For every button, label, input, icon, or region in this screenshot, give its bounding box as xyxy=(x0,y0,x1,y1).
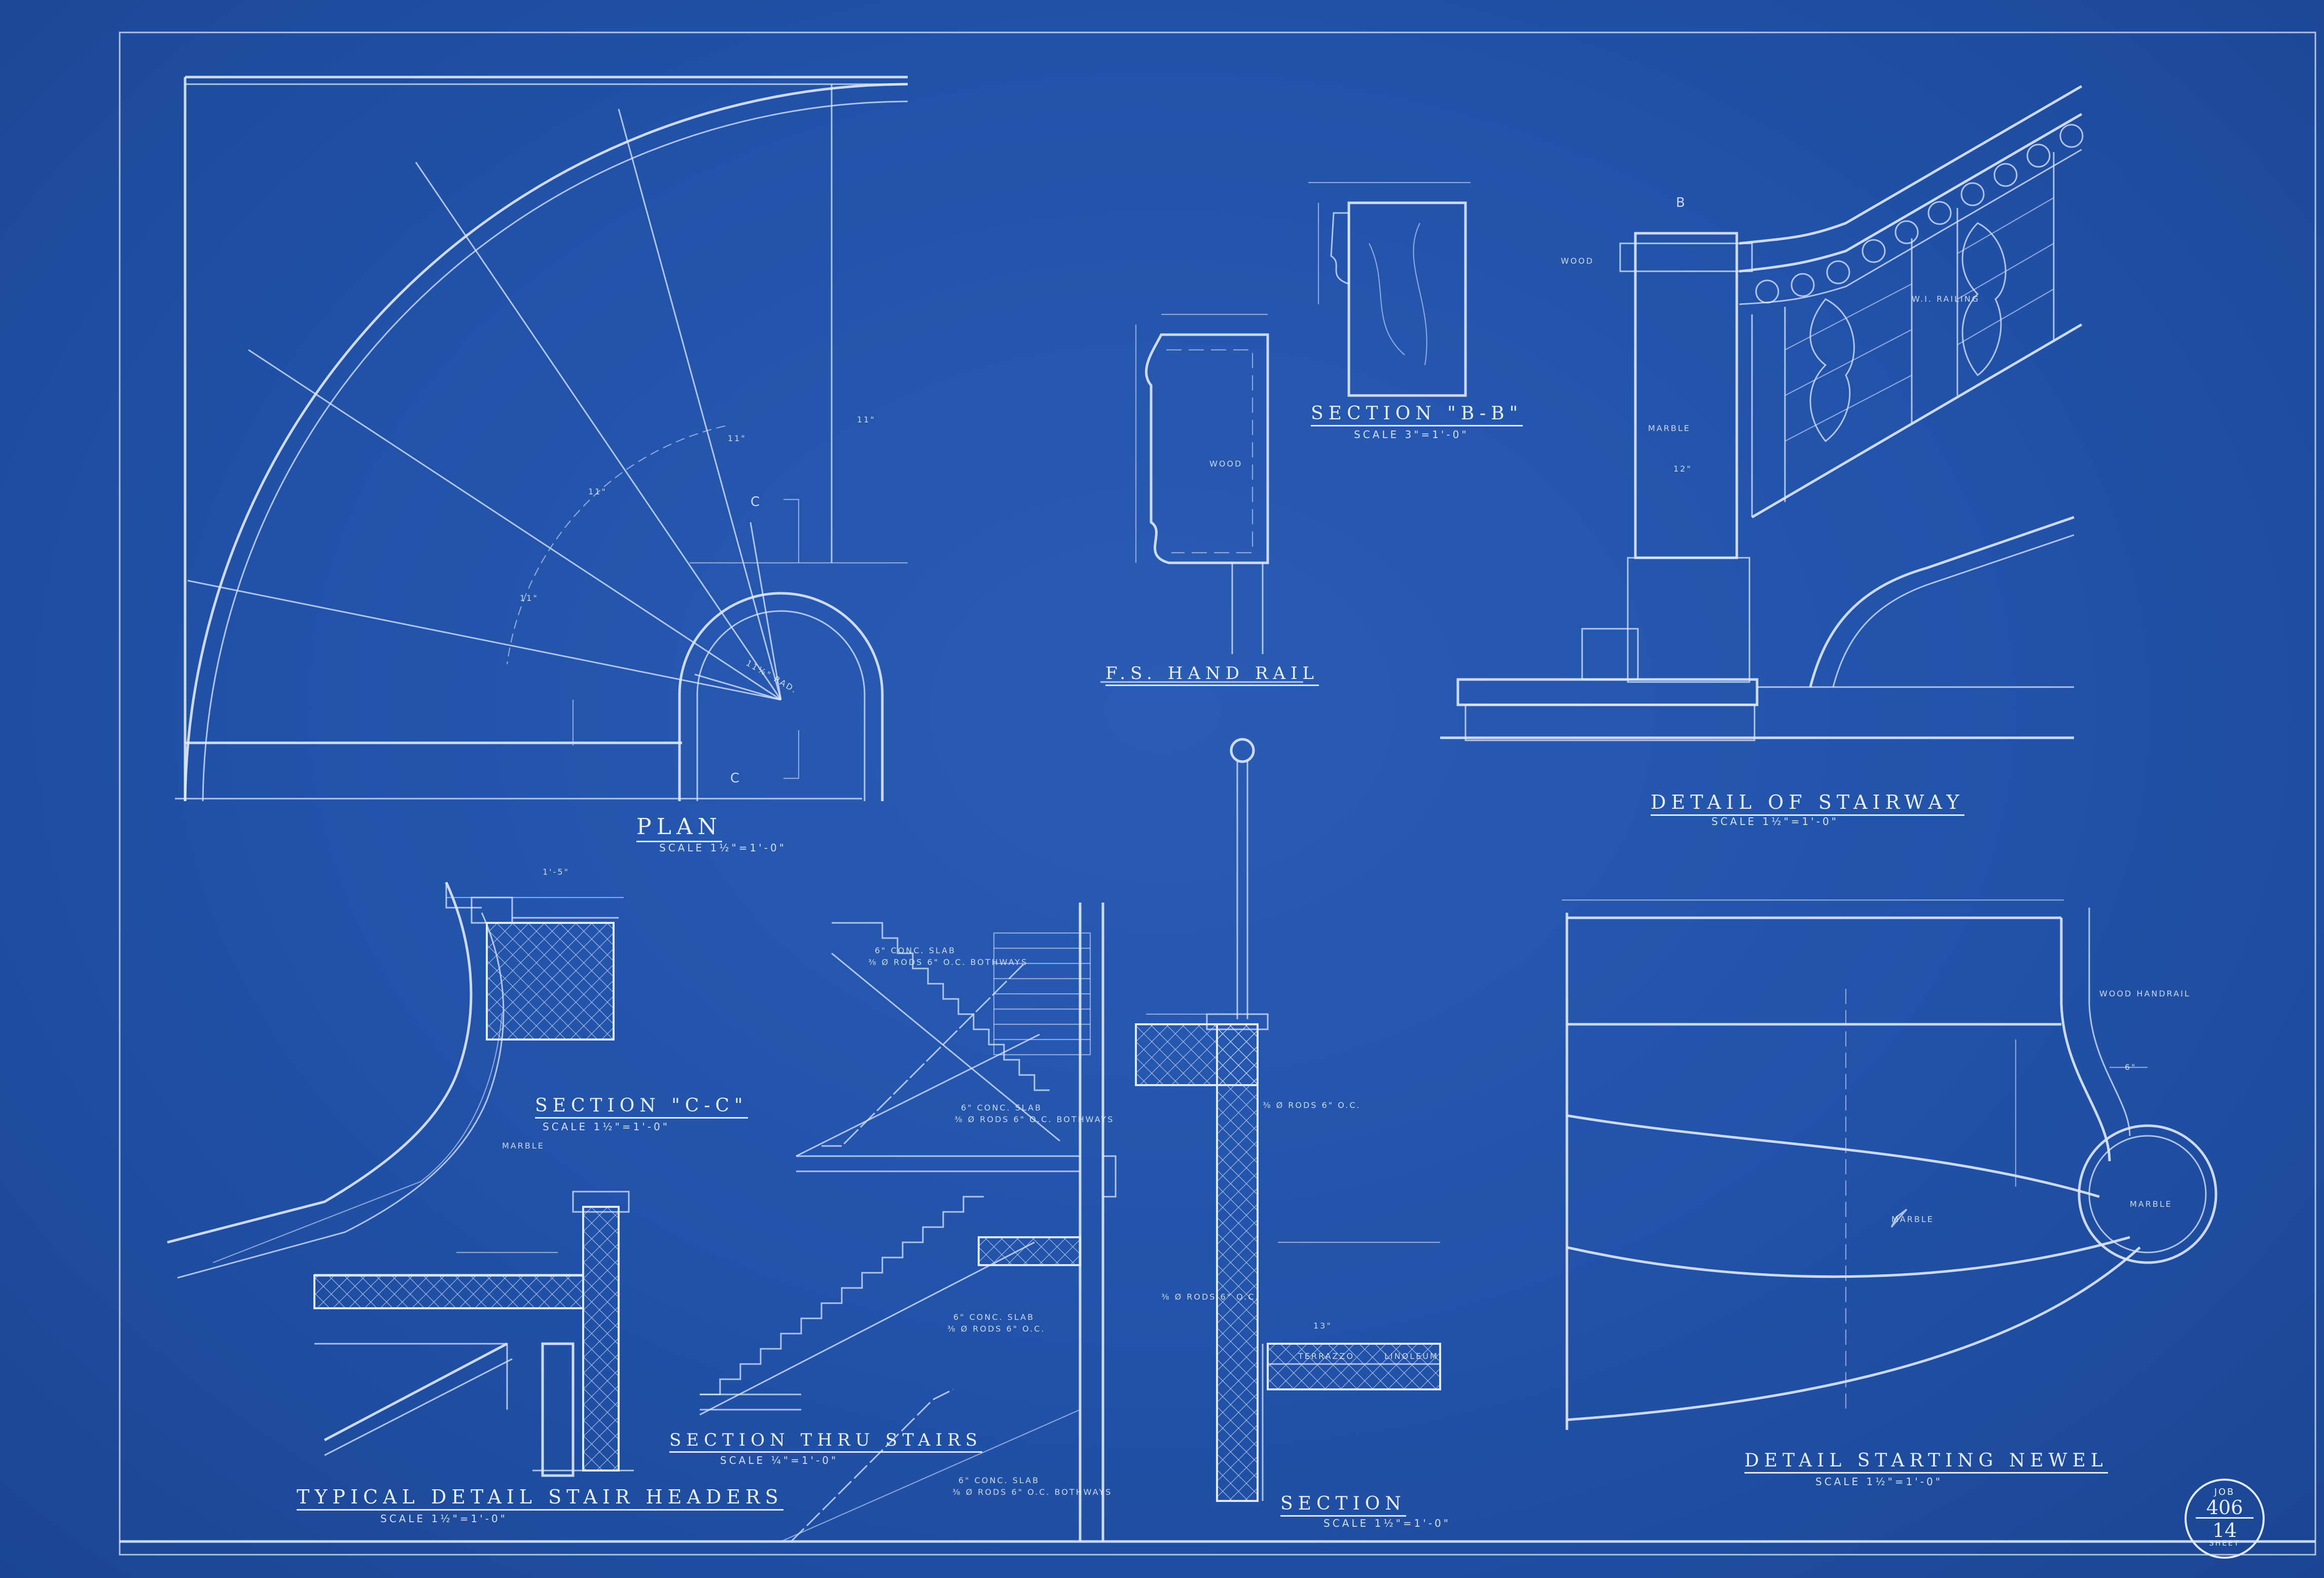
note-rods-section-2: ⅜ Ø RODS 6" O.C. xyxy=(1161,1292,1260,1302)
note-terrazzo: TERRAZZO xyxy=(1298,1351,1354,1361)
section-mark-c-top: C xyxy=(750,494,762,510)
job-label: JOB xyxy=(2214,1487,2235,1497)
note-rods-4: ⅜ Ø RODS 6" O.C. BOTHWAYS xyxy=(952,1487,1113,1497)
stair-headers-scale: SCALE 1½"=1'-0" xyxy=(380,1513,508,1525)
dim-1-5: 1'-5" xyxy=(543,867,569,877)
note-rods-1: ⅜ Ø RODS 6" O.C. BOTHWAYS xyxy=(868,957,1028,967)
note-conc-slab-1: 6" CONC. SLAB xyxy=(875,946,956,955)
handrail-title: F.S. HAND RAIL xyxy=(1105,663,1319,686)
note-rods-section-1: ⅜ Ø RODS 6" O.C. xyxy=(1263,1100,1361,1110)
thru-stairs-title: SECTION THRU STAIRS xyxy=(669,1430,983,1453)
note-wood-handrail-profile: WOOD xyxy=(1209,459,1243,469)
section-cc-drawing xyxy=(167,881,624,1279)
note-marble-newel-plan: MARBLE xyxy=(1891,1214,1934,1224)
section-cc-title: SECTION "C-C" xyxy=(535,1095,748,1119)
dim-6: 6" xyxy=(2125,1062,2137,1072)
stairway-scale: SCALE 1½"=1'-0" xyxy=(1711,815,1839,828)
handrail-profile xyxy=(1100,313,1303,683)
note-marble-newel: MARBLE xyxy=(1648,423,1691,433)
note-linoleum: LINOLEUM xyxy=(1384,1351,1439,1361)
dim-12: 12" xyxy=(1673,464,1692,474)
section-cc-scale: SCALE 1½"=1'-0" xyxy=(543,1121,670,1133)
note-conc-slab-2: 6" CONC. SLAB xyxy=(961,1103,1043,1113)
job-number: 406 xyxy=(2196,1498,2254,1519)
note-rods-3: ⅜ Ø RODS 6" O.C. xyxy=(947,1324,1046,1334)
sheet-label: SHEET xyxy=(2209,1539,2240,1548)
stair-headers-title: TYPICAL DETAIL STAIR HEADERS xyxy=(297,1486,783,1511)
section-thru-stairs xyxy=(699,903,1117,1543)
dim-11-a: 11" xyxy=(857,415,876,424)
dim-11-b: 11" xyxy=(728,434,746,443)
stair-headers-drawing xyxy=(313,1191,634,1477)
plan-scale: SCALE 1½"=1'-0" xyxy=(659,842,786,854)
note-marble-post: MARBLE xyxy=(2130,1199,2172,1209)
section-bb-drawing xyxy=(1308,182,1471,397)
note-conc-slab-3: 6" CONC. SLAB xyxy=(953,1312,1035,1322)
stairway-elevation xyxy=(1440,85,2084,741)
outer-border xyxy=(119,31,2316,1556)
note-wi-railing: W.I. RAILING xyxy=(1912,294,1980,304)
dim-11-c: 11" xyxy=(588,487,607,496)
note-wood-stairway: WOOD xyxy=(1561,256,1594,266)
section-middle-drawing xyxy=(1135,738,1441,1502)
note-rods-2: ⅜ Ø RODS 6" O.C. BOTHWAYS xyxy=(954,1115,1115,1124)
stairway-title: DETAIL OF STAIRWAY xyxy=(1651,791,1964,816)
sheet-number: 14 xyxy=(2212,1519,2237,1541)
dim-11-d: 11" xyxy=(520,593,539,603)
thru-stairs-scale: SCALE ¼"=1'-0" xyxy=(720,1454,839,1466)
note-conc-slab-4: 6" CONC. SLAB xyxy=(958,1476,1040,1485)
job-sheet-stamp: JOB 406 14 SHEET xyxy=(2185,1479,2265,1559)
section-scale: SCALE 1½"=1'-0" xyxy=(1324,1517,1451,1529)
section-bb-scale: SCALE 3"=1'-0" xyxy=(1354,428,1469,441)
note-marble-cc: MARBLE xyxy=(502,1141,545,1151)
starting-newel-drawing xyxy=(1562,899,2218,1430)
section-mark-c-bottom: C xyxy=(730,771,741,786)
dim-13: 13" xyxy=(1313,1321,1332,1331)
note-wood-handrail: WOOD HANDRAIL xyxy=(2099,989,2191,998)
section-bb-title: SECTION "B-B" xyxy=(1311,403,1523,426)
section-mark-b: B xyxy=(1676,195,1687,210)
newel-scale: SCALE 1½"=1'-0" xyxy=(1815,1476,1943,1488)
plan-title: PLAN xyxy=(636,814,723,842)
plan-drawing xyxy=(175,76,908,802)
section-title: SECTION xyxy=(1280,1493,1406,1517)
newel-title: DETAIL STARTING NEWEL xyxy=(1744,1450,2108,1474)
